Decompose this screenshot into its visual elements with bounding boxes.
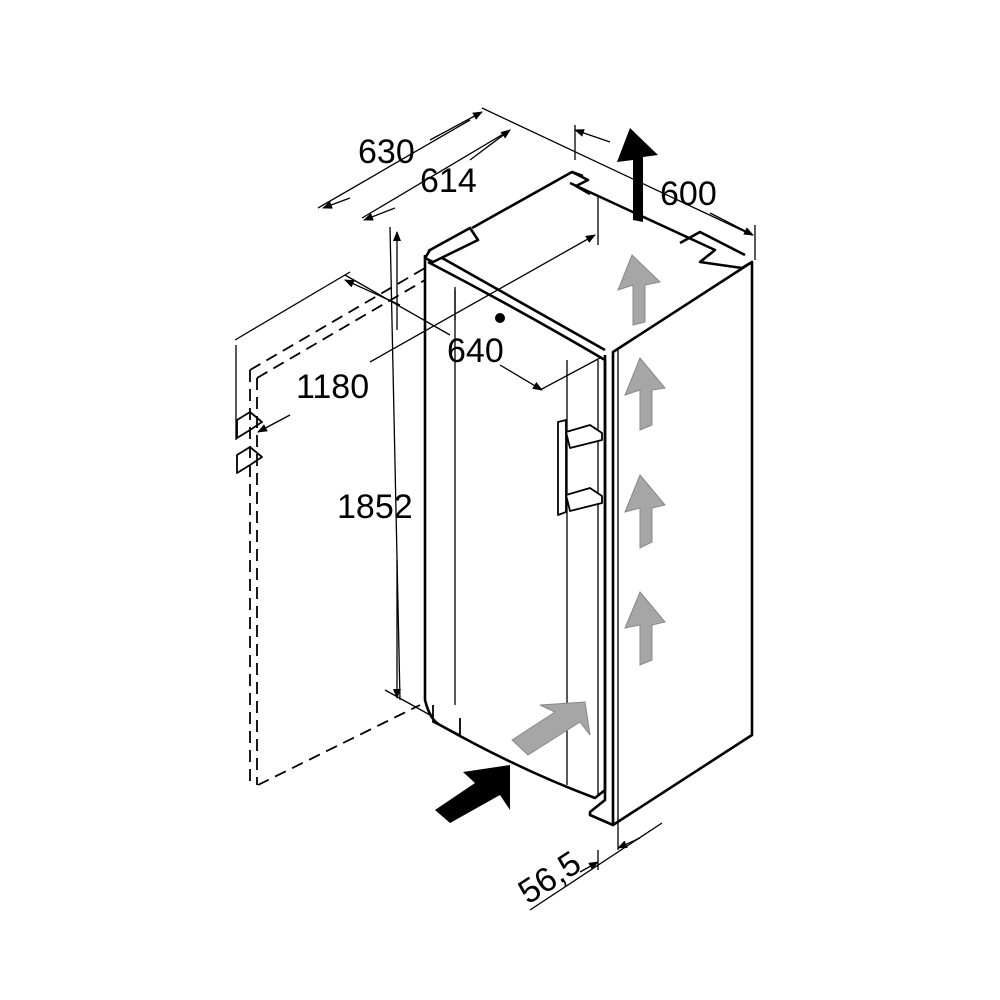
door xyxy=(423,226,607,800)
door-handle xyxy=(557,419,603,516)
door-pivot-dot xyxy=(495,313,505,323)
exhaust-arrow xyxy=(617,128,658,222)
open-door-handle xyxy=(236,411,263,474)
open-door-outline xyxy=(234,267,426,786)
dim-1852-label: 1852 xyxy=(337,488,413,526)
cabinet xyxy=(471,170,754,827)
airflow-arrows xyxy=(435,128,666,823)
dim-1180-label: 1180 xyxy=(296,368,369,406)
airflow-up-arrow xyxy=(624,357,666,431)
dimension-lines xyxy=(257,107,756,911)
dim-600-label: 600 xyxy=(660,175,717,213)
airflow-up-arrow xyxy=(617,254,662,326)
airflow-diagonal-arrow xyxy=(511,701,591,756)
airflow-up-arrow xyxy=(624,591,666,666)
dim-630-label: 630 xyxy=(358,133,415,171)
intake-arrow xyxy=(435,765,510,823)
dim-640-label: 640 xyxy=(447,332,504,370)
dim-56-5-label: 56,5 xyxy=(512,844,588,912)
airflow-up-arrow xyxy=(624,474,666,549)
dim-614-label: 614 xyxy=(420,162,477,200)
